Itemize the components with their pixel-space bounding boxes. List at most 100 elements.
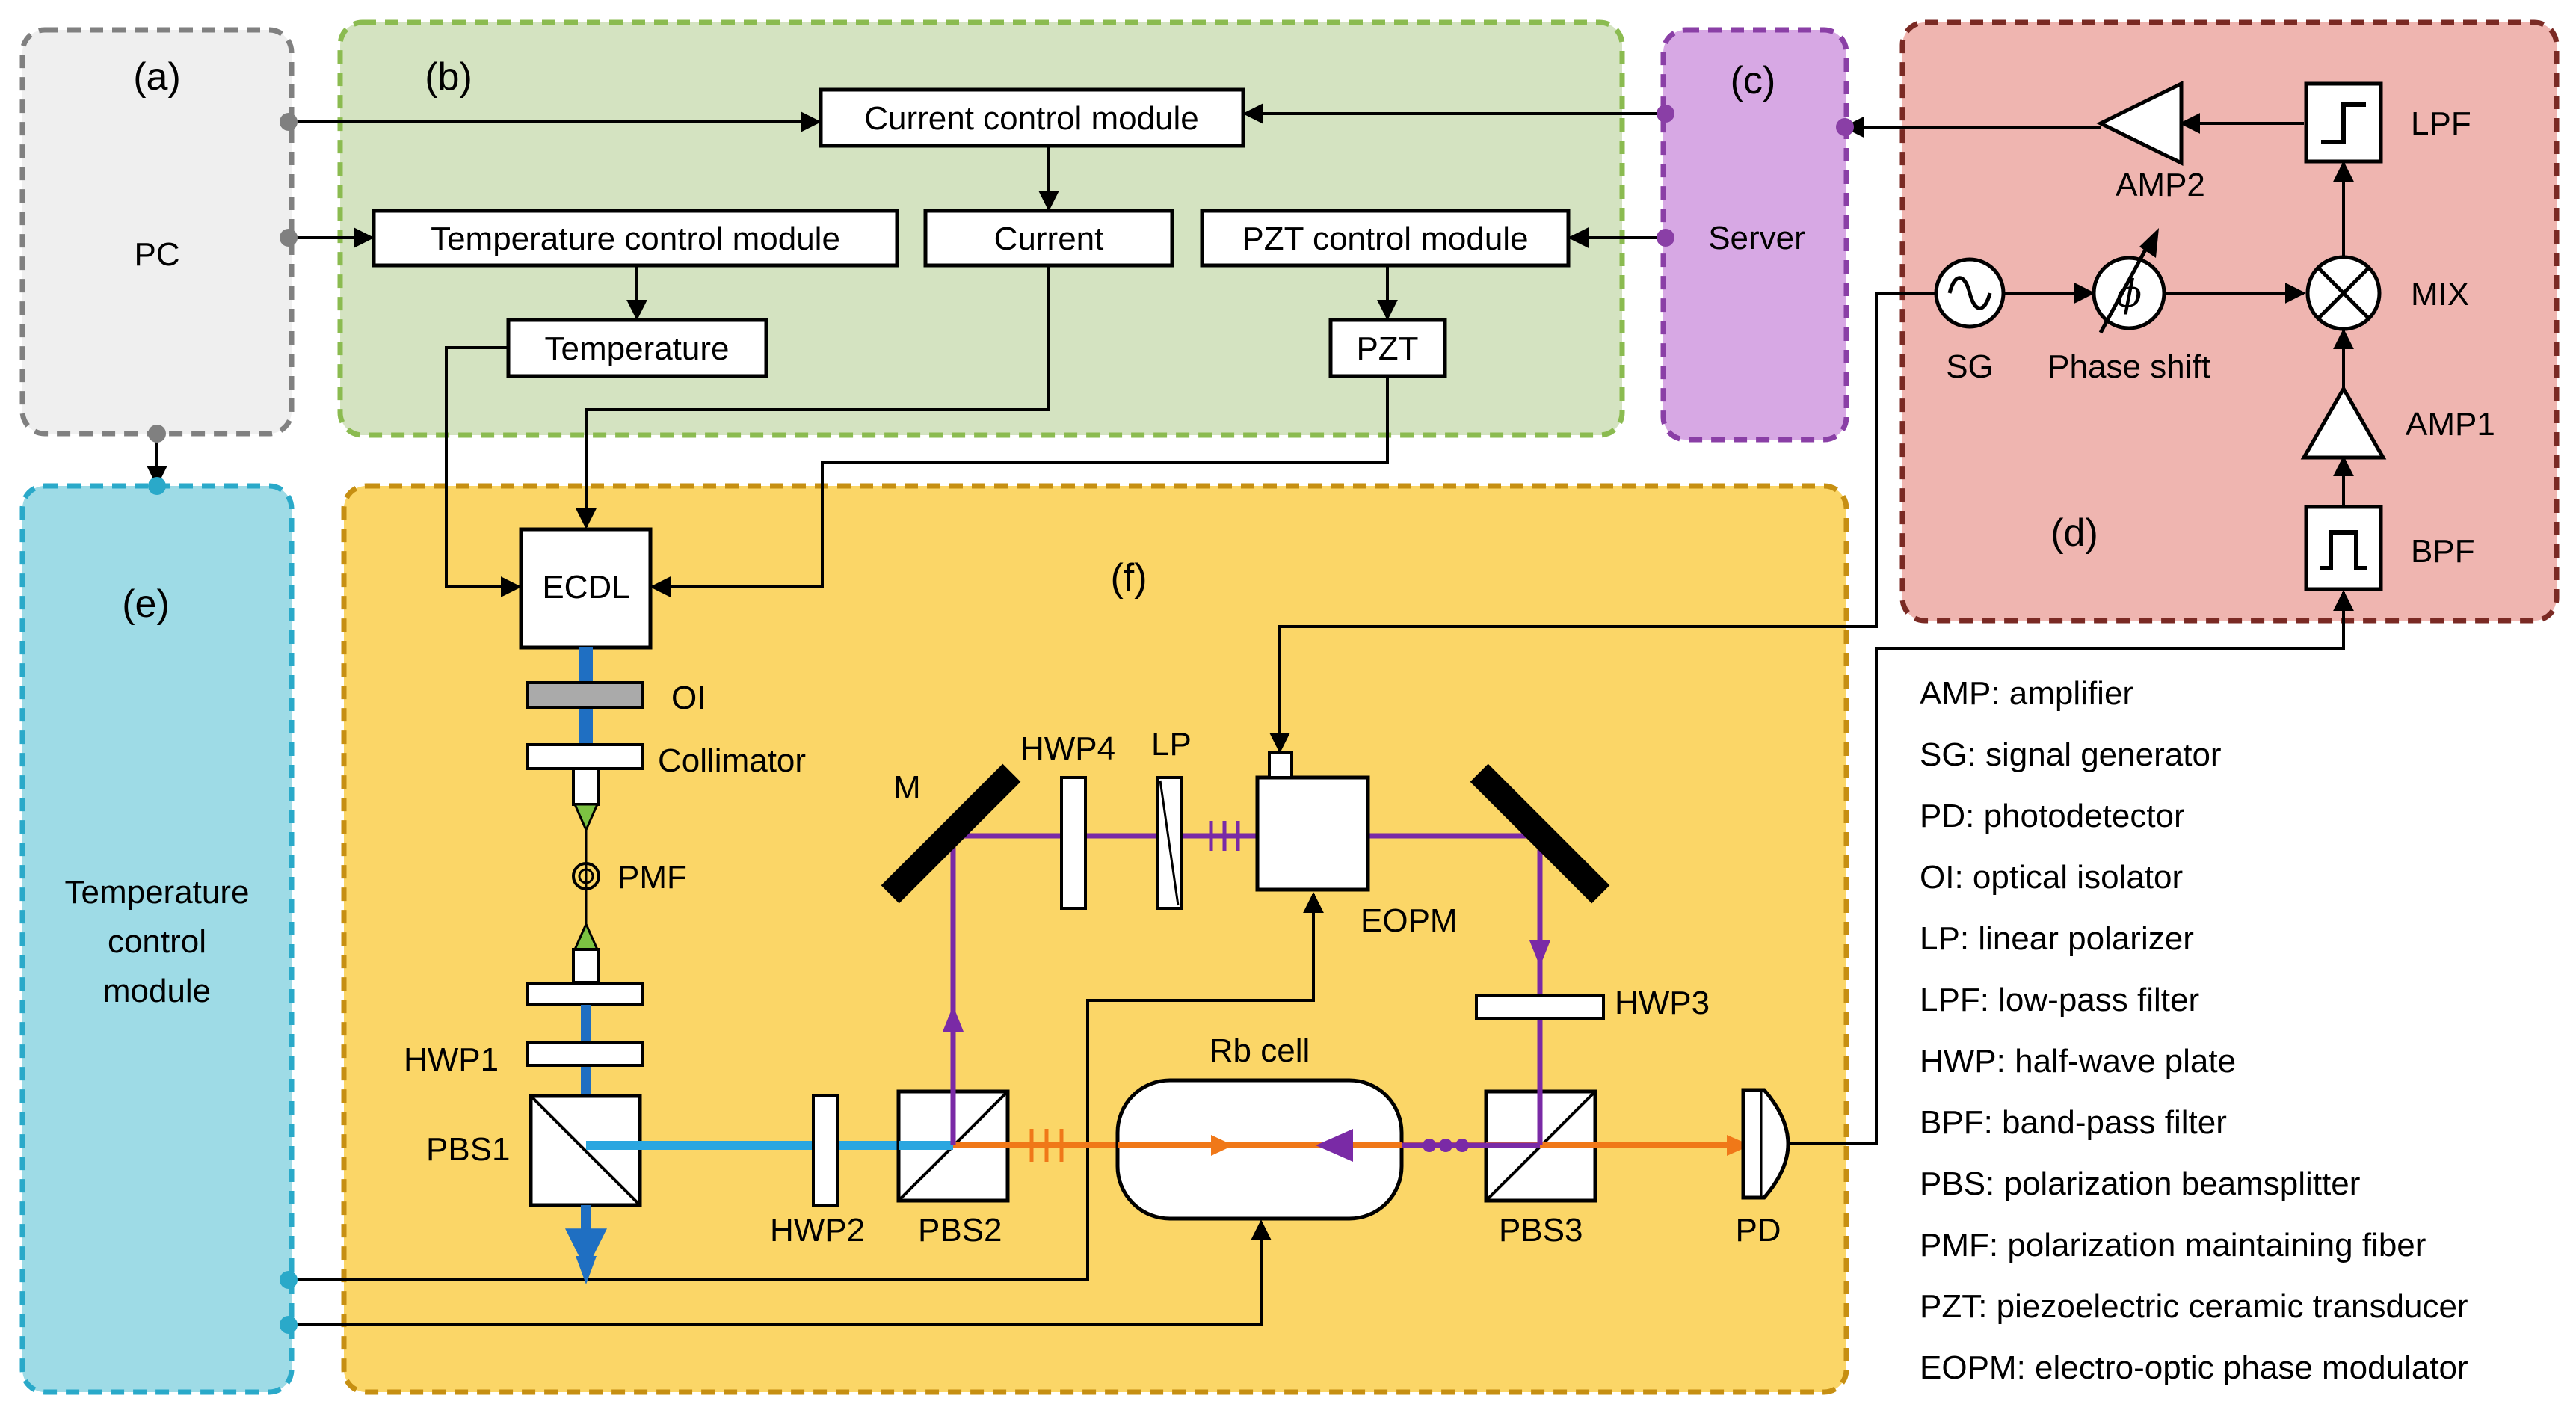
temperature-label: Temperature (544, 330, 729, 367)
pbs1-label: PBS1 (426, 1131, 511, 1168)
dot-server-3 (1836, 118, 1854, 136)
current-control-module-label: Current control module (864, 100, 1199, 137)
legend-item: OI: optical isolator (1920, 859, 2183, 896)
hwp4-plate (1060, 776, 1087, 910)
phase-arrowhead-icon (2139, 228, 2159, 258)
mirror-left (881, 763, 1021, 904)
legend-item: PBS: polarization beamsplitter (1920, 1166, 2360, 1202)
pmf-coil-inner-icon (578, 868, 594, 884)
panel-d (1899, 19, 2560, 624)
ecdl-box (519, 527, 653, 650)
phase-arrow-icon (2098, 241, 2151, 334)
mix-cross-icon (2317, 266, 2370, 320)
pbs3-label: PBS3 (1499, 1212, 1583, 1249)
legend-item: BPF: band-pass filter (1920, 1104, 2227, 1141)
pump-arrow-icon (1316, 1129, 1353, 1162)
wire-temperature-to-ecdl (445, 346, 522, 597)
dot-server-1 (1657, 105, 1674, 123)
legend-item: HWP: half-wave plate (1920, 1043, 2236, 1080)
legend-item: EOPM: electro-optic phase modulator (1920, 1349, 2468, 1386)
beam-pbs1-arrowhead (576, 1256, 597, 1284)
temperature-box (506, 318, 768, 378)
phase-shift-label: Phase shift (2047, 348, 2210, 385)
mix-label: MIX (2411, 276, 2469, 313)
current-label: Current (994, 221, 1104, 257)
sg-label: SG (1946, 348, 1994, 385)
eopm-label: EOPM (1361, 902, 1458, 939)
panel-a-text: PC (134, 236, 179, 273)
bpf-box (2304, 505, 2383, 591)
pzt-label: PZT (1356, 330, 1418, 367)
wire-current-to-ecdl (576, 265, 1050, 529)
oi-plate (526, 681, 644, 709)
dot-e-top (148, 477, 166, 495)
hwp2-label: HWP2 (770, 1212, 865, 1249)
legend-item: AMP: amplifier (1920, 675, 2133, 712)
lp-slash (1159, 780, 1180, 906)
panel-e-label: (e) (122, 582, 170, 626)
panel-a-label: (a) (133, 55, 181, 99)
sine-wave-icon (1947, 276, 1992, 310)
ecdl-label: ECDL (542, 569, 629, 606)
collimator2-plate (526, 982, 644, 1006)
wire-e-to-eopm (289, 892, 1324, 1281)
pbs2-label: PBS2 (918, 1212, 1002, 1249)
eopm-connector (1268, 751, 1293, 779)
lpf-icon (2321, 102, 2366, 144)
lp-label: LP (1151, 726, 1192, 763)
collimator-label: Collimator (658, 742, 806, 779)
pd-label: PD (1735, 1212, 1781, 1249)
pmf-coil-icon (572, 862, 600, 890)
pzt-control-module-label: PZT control module (1242, 221, 1528, 257)
dot-e-1 (280, 1271, 298, 1289)
probe-arrow-icon (1211, 1135, 1233, 1156)
pd-detector (1741, 1088, 1790, 1200)
eopm-box (1255, 775, 1370, 892)
panel-c-text: Server (1708, 220, 1805, 256)
wire-pzt-to-ecdl (650, 376, 1389, 597)
legend: AMP: amplifier SG: signal generator PD: … (1920, 675, 2468, 1386)
amp1-triangle (2300, 384, 2387, 460)
bpf-icon (2320, 530, 2367, 570)
legend-item: PZT: piezoelectric ceramic transducer (1920, 1288, 2468, 1325)
legend-item: LPF: low-pass filter (1920, 982, 2199, 1018)
hwp3-label: HWP3 (1615, 985, 1710, 1021)
panel-c-label: (c) (1731, 59, 1776, 102)
panel-f-label: (f) (1110, 556, 1147, 600)
dot-e-2 (280, 1316, 298, 1334)
legend-item: LP: linear polarizer (1920, 920, 2194, 957)
fiber-coupler-bottom (572, 948, 600, 984)
lpf-label: LPF (2411, 105, 2471, 142)
bpf-label: BPF (2411, 533, 2475, 570)
pmf-label: PMF (617, 859, 687, 896)
panel-f (341, 483, 1849, 1395)
collimator-plate (526, 743, 644, 770)
legend-item: PD: photodetector (1920, 798, 2185, 834)
panel-d-label: (d) (2050, 511, 2098, 555)
panel-e-line3: module (103, 973, 211, 1009)
fiber-cone-top (573, 803, 600, 833)
hwp3-plate (1475, 994, 1605, 1020)
temperature-control-module-label: Temperature control module (431, 221, 840, 257)
oi-label: OI (671, 680, 706, 716)
mirror-label: M (893, 769, 921, 806)
current-box (923, 209, 1174, 268)
hwp1-label: HWP1 (404, 1041, 499, 1078)
wire-e-to-rbcell (289, 1219, 1272, 1326)
panel-e-line1: Temperature (64, 874, 249, 911)
pbs1-diagonal (529, 1094, 641, 1207)
panel-e-line2: control (108, 923, 206, 960)
hwp4-label: HWP4 (1020, 730, 1115, 767)
wire-sg-to-eopm (1269, 292, 1944, 754)
dot-pc-3 (148, 425, 166, 443)
dot-pc-1 (280, 113, 298, 131)
dot-pc-2 (280, 229, 298, 247)
rb-cell (1115, 1078, 1404, 1221)
hwp2-plate (812, 1094, 839, 1207)
fiber-coupler-top (572, 767, 600, 806)
amp2-triangle (2096, 80, 2184, 167)
amp2-label: AMP2 (2116, 167, 2205, 203)
legend-item: PMF: polarization maintaining fiber (1920, 1227, 2426, 1263)
dot-server-2 (1657, 229, 1674, 247)
